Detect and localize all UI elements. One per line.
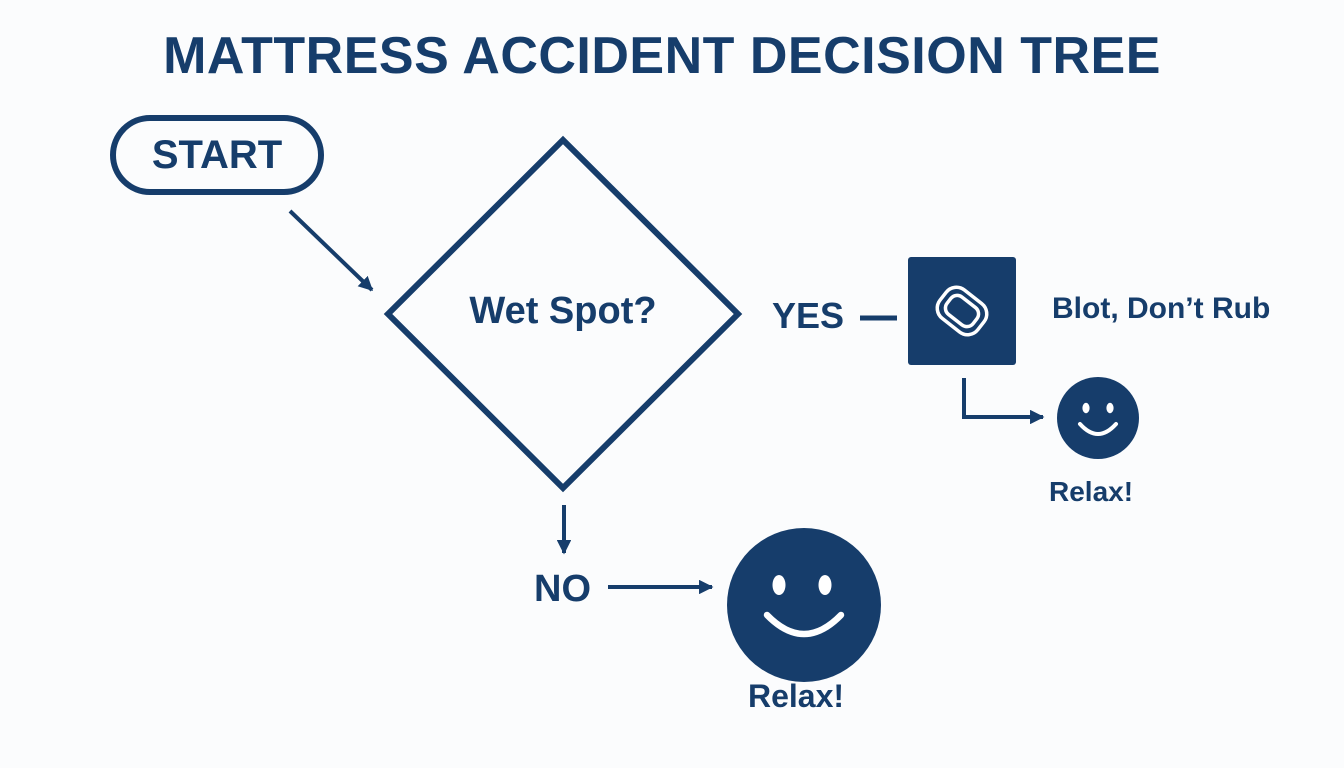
smiley-face-icon [727, 528, 881, 682]
no-outcome-label: Relax! [748, 678, 845, 714]
diagram-title: MATTRESS ACCIDENT DECISION TREE [163, 27, 1161, 85]
no-label: NO [534, 568, 591, 610]
start-to-decision-arrow [288, 209, 374, 292]
start-node: START [110, 115, 324, 195]
start-label: START [151, 132, 283, 177]
smiley-face-icon [1057, 377, 1139, 459]
action-to-relax-arrow [962, 378, 1045, 425]
yes-label: YES [772, 295, 845, 336]
decision-diamond [383, 135, 743, 493]
sponge-icon [908, 257, 1016, 365]
decision-question: Wet Spot? [469, 290, 657, 332]
yes-action-label: Blot, Don’t Rub [1052, 292, 1271, 325]
yes-outcome-label: Relax! [1049, 476, 1134, 507]
